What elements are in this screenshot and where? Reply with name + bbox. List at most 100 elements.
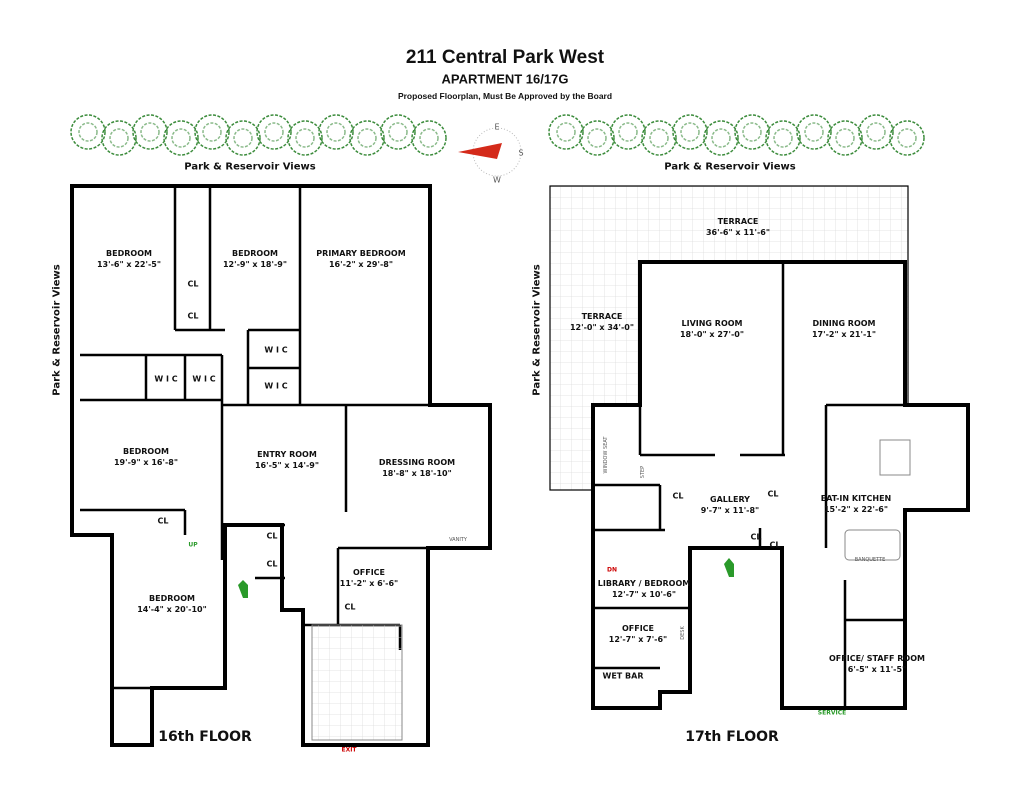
tree-icon	[109, 128, 129, 148]
tree-icon	[711, 128, 731, 148]
tree-icon	[225, 120, 261, 156]
closet: CL	[187, 279, 199, 289]
view-label: Park & Reservoir Views	[184, 161, 316, 173]
tree-icon	[773, 128, 793, 148]
tree-rows	[70, 114, 925, 156]
step-label: STEP	[640, 465, 646, 479]
floor-label-17: 17th FLOOR	[685, 729, 779, 745]
view-label: Park & Reservoir Views	[51, 264, 63, 396]
tree-icon	[827, 120, 863, 156]
tree-icon	[163, 120, 199, 156]
tree-icon	[140, 122, 160, 142]
tree-icon	[618, 122, 638, 142]
closet: CL	[344, 602, 356, 612]
tree-icon	[264, 122, 284, 142]
tree-icon	[734, 114, 770, 150]
exit-label: EXIT	[341, 746, 357, 754]
tree-icon	[587, 128, 607, 148]
tree-icon	[548, 114, 584, 150]
tree-icon	[897, 128, 917, 148]
walk-in-closet: W I C	[192, 374, 216, 384]
tree-icon	[796, 114, 832, 150]
tree-icon	[835, 128, 855, 148]
tree-icon	[202, 122, 222, 142]
view-label: Park & Reservoir Views	[664, 161, 796, 173]
stairs-down-label: DN	[606, 566, 618, 574]
floor-label-16: 16th FLOOR	[158, 729, 252, 745]
tree-icon	[380, 114, 416, 150]
compass-rose	[458, 127, 522, 177]
apartment-number: APARTMENT 16/17G	[441, 71, 569, 87]
tree-icon	[765, 120, 801, 156]
page-title: 211 Central Park West	[405, 47, 605, 68]
tree-icon	[649, 128, 669, 148]
tree-icon	[866, 122, 886, 142]
floor16-walls	[70, 184, 492, 747]
tree-icon	[318, 114, 354, 150]
tree-icon	[672, 114, 708, 150]
subtitle: Proposed Floorplan, Must Be Approved by …	[397, 91, 613, 101]
tree-icon	[256, 114, 292, 150]
walk-in-closet: W I C	[264, 345, 288, 355]
compass-east: E	[494, 122, 500, 132]
window-seat-label: WINDOW SEAT	[603, 436, 609, 474]
tree-icon	[101, 120, 137, 156]
room-wet-bar: WET BAR	[602, 671, 644, 681]
walk-in-closet: W I C	[264, 381, 288, 391]
tree-icon	[419, 128, 439, 148]
floor17-walls	[591, 260, 970, 710]
closet: CL	[767, 489, 779, 499]
tree-icon	[326, 122, 346, 142]
closet: CL	[750, 532, 762, 542]
tree-icon	[411, 120, 447, 156]
entry-arrow-icon-17	[724, 558, 734, 577]
tree-icon	[171, 128, 191, 148]
closet: CL	[266, 531, 278, 541]
banquette-label: BANQUETTE	[854, 557, 886, 563]
closet: CL	[266, 559, 278, 569]
entry-arrow-icon-16	[238, 580, 248, 598]
tree-icon	[680, 122, 700, 142]
service-entrance-label: SERVICE	[817, 709, 847, 717]
compass-west: W	[493, 175, 501, 185]
tree-icon	[889, 120, 925, 156]
closet: CL	[672, 491, 684, 501]
tree-icon	[357, 128, 377, 148]
vanity-label: VANITY	[449, 537, 467, 543]
desk-label: DESK	[680, 626, 686, 640]
closet: CL	[187, 311, 199, 321]
tree-icon	[295, 128, 315, 148]
tree-icon	[287, 120, 323, 156]
tree-icon	[132, 114, 168, 150]
tree-icon	[349, 120, 385, 156]
tree-icon	[78, 122, 98, 142]
tree-icon	[556, 122, 576, 142]
tree-icon	[804, 122, 824, 142]
tree-icon	[194, 114, 230, 150]
closet: CL	[769, 540, 781, 550]
tree-icon	[388, 122, 408, 142]
tree-icon	[579, 120, 615, 156]
tree-icon	[233, 128, 253, 148]
tree-icon	[70, 114, 106, 150]
tree-icon	[742, 122, 762, 142]
compass-south: S	[518, 148, 524, 158]
view-label: Park & Reservoir Views	[531, 264, 543, 396]
tree-icon	[610, 114, 646, 150]
